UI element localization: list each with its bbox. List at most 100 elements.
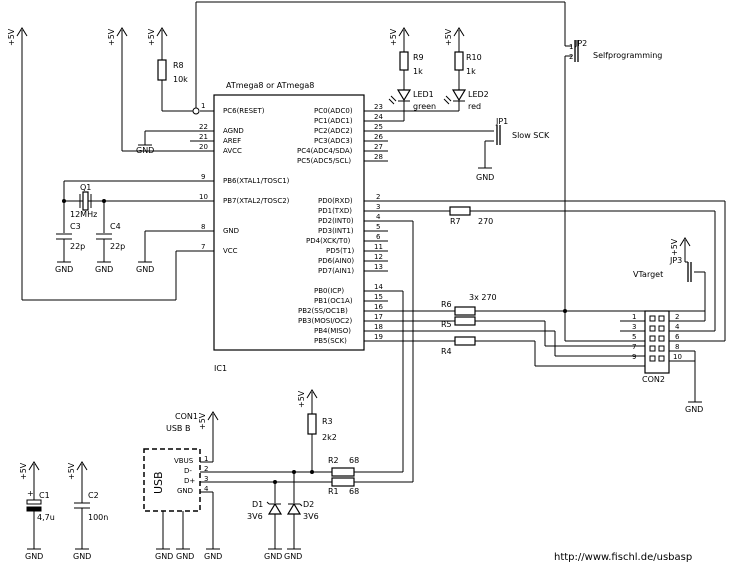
ic1-pin-14: 14 PB0(ICP): [314, 283, 388, 295]
svg-text:+5V: +5V: [7, 28, 16, 46]
ic1-pin-20: 20 AVCC: [190, 143, 242, 155]
ic1-pin-1: 1 PC6(RESET): [200, 102, 265, 115]
svg-text:GND: GND: [223, 227, 239, 235]
svg-text:13: 13: [374, 263, 383, 271]
c3-capacitor: C3 22p GND: [55, 222, 85, 274]
svg-text:24: 24: [374, 113, 383, 121]
svg-text:GND: GND: [204, 552, 222, 561]
led2-diode: LED2 red: [388, 89, 489, 112]
svg-text:PD7(AIN1): PD7(AIN1): [318, 267, 354, 275]
svg-text:23: 23: [374, 103, 383, 111]
svg-text:21: 21: [199, 133, 208, 141]
oc1a-net: [388, 290, 404, 472]
svg-text:R4: R4: [441, 347, 452, 356]
svg-text:GND: GND: [95, 265, 113, 274]
ic1-pin-25: 25 PC2(ADC2): [314, 123, 388, 135]
svg-text:PD6(AIN0): PD6(AIN0): [318, 257, 354, 265]
ic1-pin-17: 17 PB3(MOSI/OC2): [298, 313, 388, 325]
rxd-net: [388, 200, 726, 342]
svg-text:5: 5: [632, 333, 636, 341]
ic1-pin-23: 23 PC0(ADC0): [314, 103, 388, 115]
ic1-pin-13: 13 PD7(AIN1): [318, 263, 388, 275]
svg-text:GND: GND: [476, 173, 494, 182]
svg-text:16: 16: [374, 303, 383, 311]
svg-text:7: 7: [201, 243, 205, 251]
supply-avcc: +5V GND: [107, 27, 190, 155]
svg-text:VBUS: VBUS: [174, 457, 194, 465]
svg-text:PD3(INT1): PD3(INT1): [318, 227, 354, 235]
svg-text:17: 17: [374, 313, 383, 321]
svg-text:PB2(SS/OC1B): PB2(SS/OC1B): [298, 307, 348, 315]
jp2-wiring: 1 2 JP2 Selfprogramming: [195, 1, 662, 341]
svg-text:PD1(TXD): PD1(TXD): [318, 207, 352, 215]
svg-text:4: 4: [675, 323, 680, 331]
svg-text:9: 9: [201, 173, 205, 181]
d1-zener: D1 3V6 GND: [247, 480, 282, 561]
svg-text:PC4(ADC4/SDA): PC4(ADC4/SDA): [297, 147, 353, 155]
ic1-pin-27: 27 PC4(ADC4/SDA): [297, 143, 388, 155]
svg-text:PC3(ADC3): PC3(ADC3): [314, 137, 353, 145]
ic1-pin-18: 18 PB4(MISO): [314, 323, 388, 335]
svg-text:PC1(ADC1): PC1(ADC1): [314, 117, 353, 125]
svg-text:5: 5: [376, 223, 380, 231]
svg-text:D+: D+: [184, 477, 195, 485]
svg-text:JP1: JP1: [495, 117, 508, 126]
svg-text:3V6: 3V6: [303, 512, 319, 521]
svg-text:2k2: 2k2: [322, 433, 337, 442]
svg-text:GND: GND: [284, 552, 302, 561]
svg-text:CON1: CON1: [175, 412, 198, 421]
svg-text:R7: R7: [450, 217, 461, 226]
svg-text:2: 2: [675, 313, 679, 321]
ic1-designator: IC1: [214, 364, 227, 373]
c1-capacitor: +5V + C1 4,7u GND: [19, 461, 55, 561]
svg-text:15: 15: [374, 293, 383, 301]
svg-text:+5V: +5V: [297, 390, 306, 408]
ic1-pin-22: 22 AGND: [190, 123, 244, 135]
ic1-pin-10: 10 PB7(XTAL2/TOSC2): [190, 193, 290, 205]
svg-text:GND: GND: [176, 552, 194, 561]
svg-text:VCC: VCC: [223, 247, 238, 255]
svg-text:+5V: +5V: [198, 412, 207, 430]
ic1-part-title: ATmega8 or ATmega8: [226, 81, 314, 90]
supply-left: +5V: [7, 27, 190, 301]
int0-net: [388, 220, 414, 482]
svg-text:R9: R9: [413, 53, 424, 62]
source-url[interactable]: http://www.fischl.de/usbasp: [554, 552, 692, 563]
svg-text:10: 10: [673, 353, 682, 361]
svg-text:GND: GND: [155, 552, 173, 561]
svg-text:GND: GND: [136, 265, 154, 274]
svg-text:8: 8: [201, 223, 205, 231]
svg-text:3: 3: [376, 203, 380, 211]
jp1-jumper: GND JP1 Slow SCK: [388, 117, 550, 182]
r1-resistor: R1 68: [328, 477, 413, 496]
r9-resistor: +5V R9 1k: [389, 27, 424, 90]
d2-zener: D2 3V6 GND: [284, 470, 319, 561]
svg-text:C4: C4: [110, 222, 121, 231]
ic1-pin-24: 24 PC1(ADC1): [314, 113, 388, 125]
ic1-pin-19: 19 PB5(SCK): [314, 333, 388, 345]
ic1-body: [213, 94, 365, 351]
svg-text:PD5(T1): PD5(T1): [326, 247, 355, 255]
svg-text:26: 26: [374, 133, 383, 141]
svg-text:1: 1: [204, 455, 208, 463]
ic1-pin-26: 26 PC3(ADC3): [314, 133, 388, 145]
svg-text:GND: GND: [73, 552, 91, 561]
svg-text:JP3: JP3: [669, 256, 682, 265]
svg-text:JP2: JP2: [574, 39, 587, 48]
r2-resistor: R2 68: [328, 456, 403, 477]
svg-text:LED2: LED2: [468, 90, 489, 99]
svg-text:100n: 100n: [88, 513, 108, 522]
ic1-pin-21: 21 AREF: [190, 133, 241, 145]
ic1-pin-5: 5 PD3(INT1): [318, 223, 388, 235]
r10-resistor: +5V R10 1k: [444, 27, 482, 90]
svg-text:3V6: 3V6: [247, 512, 263, 521]
svg-text:1k: 1k: [466, 67, 476, 76]
led1-diode: LED1 green: [388, 89, 436, 122]
svg-text:GND: GND: [264, 552, 282, 561]
svg-text:10: 10: [199, 193, 208, 201]
svg-text:PC2(ADC2): PC2(ADC2): [314, 127, 353, 135]
ic1-pin-4: 4 PD2(INT0): [318, 213, 388, 225]
jp3-jumper: +5V JP3 VTarget: [633, 237, 706, 311]
svg-text:+5V: +5V: [19, 462, 28, 480]
